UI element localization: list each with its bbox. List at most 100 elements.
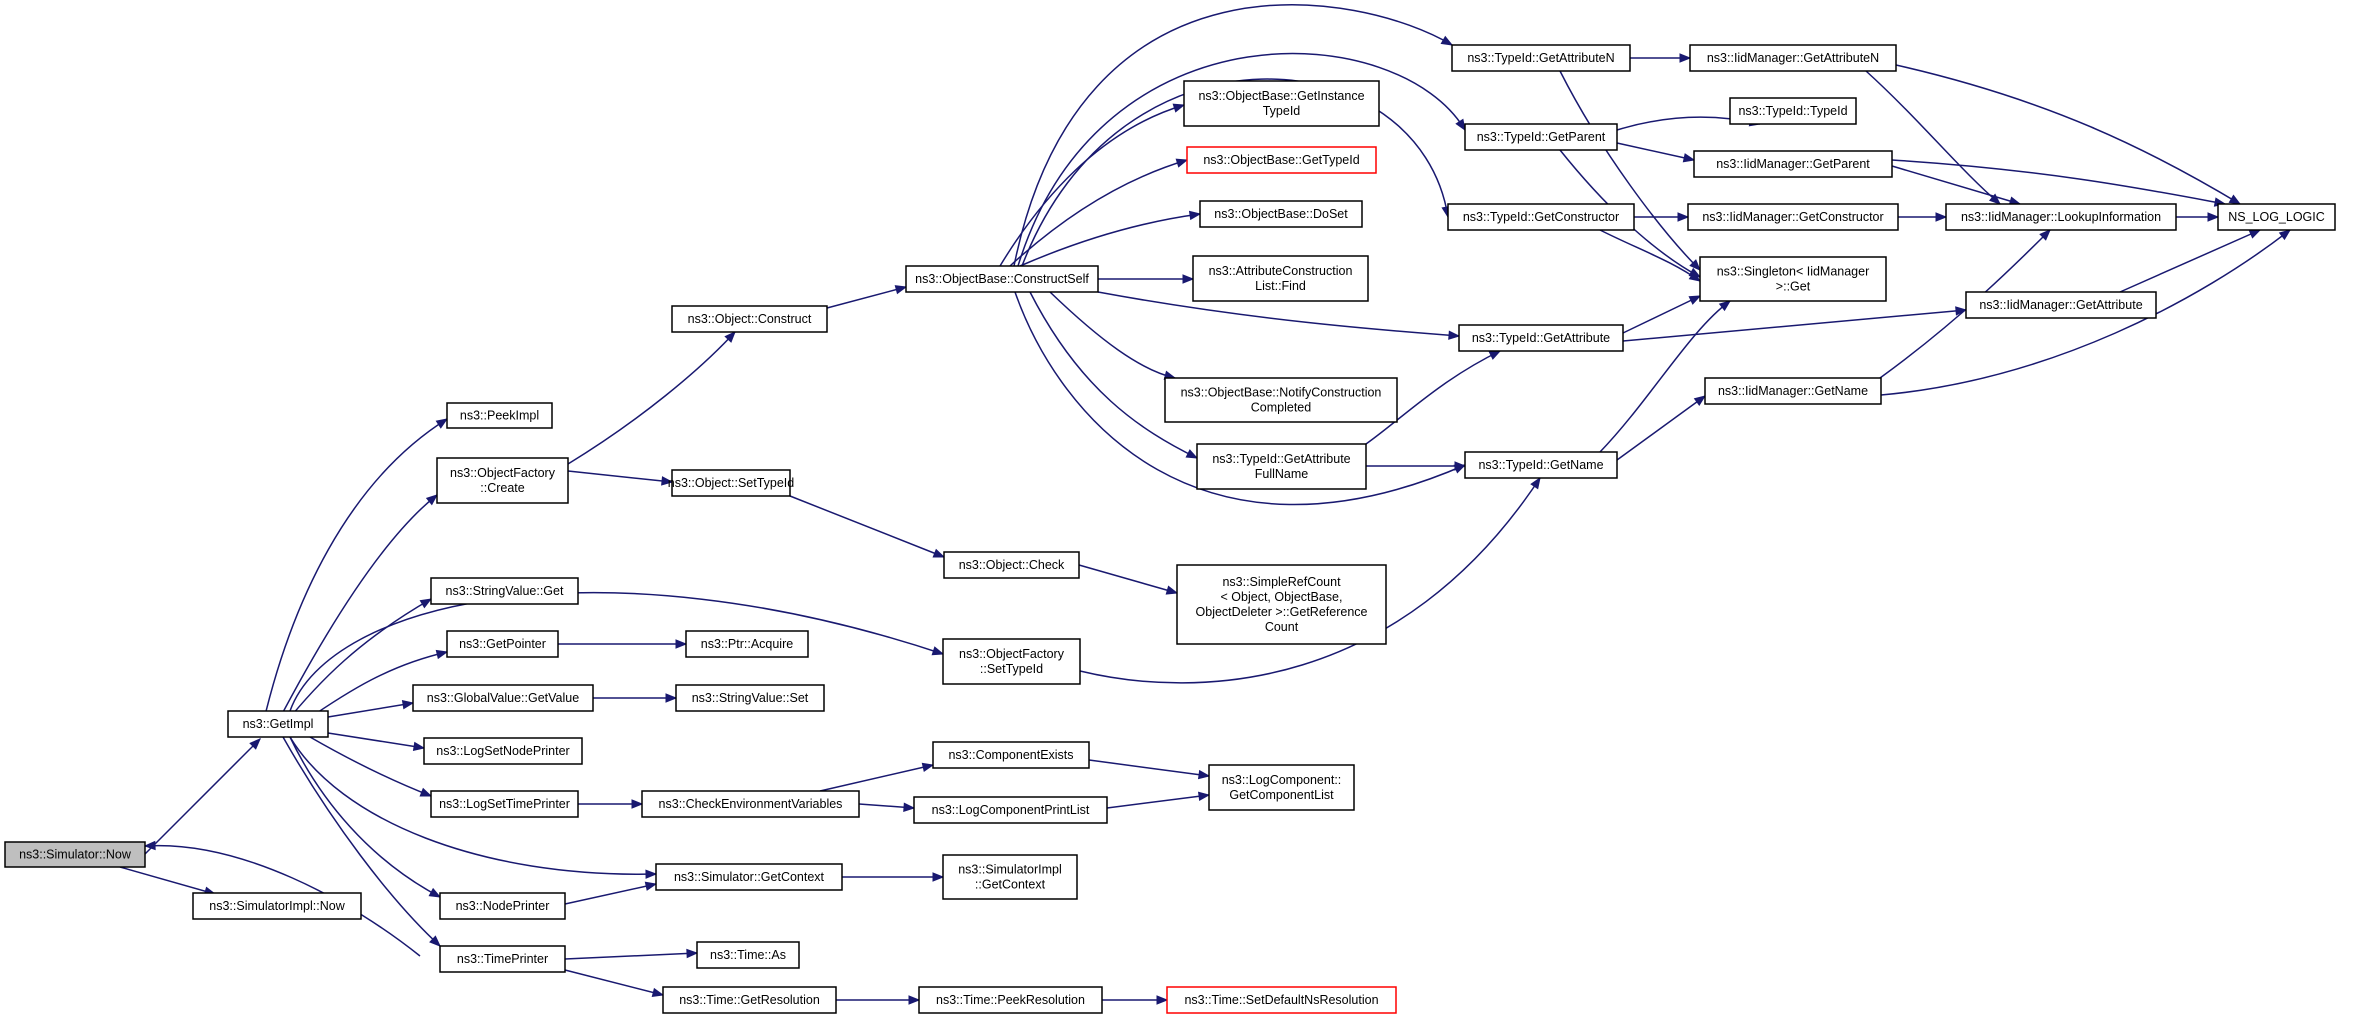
call-edge xyxy=(593,693,678,703)
node-label: GetComponentList xyxy=(1229,788,1334,802)
node-srcgetref[interactable]: ns3::SimpleRefCount< Object, ObjectBase,… xyxy=(1176,564,1387,645)
node-label: FullName xyxy=(1255,467,1309,481)
node-getimpl[interactable]: ns3::GetImpl xyxy=(227,710,329,738)
node-iidgetctor[interactable]: ns3::IidManager::GetConstructor xyxy=(1687,203,1899,231)
call-edge xyxy=(1599,229,1702,282)
call-edge xyxy=(567,470,674,486)
node-ofcreate[interactable]: ns3::ObjectFactory::Create xyxy=(436,457,569,504)
node-peekimpl[interactable]: ns3::PeekImpl xyxy=(446,402,553,429)
node-label: ns3::NodePrinter xyxy=(456,899,550,913)
node-objcheck[interactable]: ns3::Object::Check xyxy=(943,551,1080,579)
node-iidgetattrn[interactable]: ns3::IidManager::GetAttributeN xyxy=(1689,44,1897,72)
node-box xyxy=(1689,44,1897,72)
node-box xyxy=(2217,203,2336,231)
node-label: ns3::Simulator::GetContext xyxy=(674,870,825,884)
node-obnotify[interactable]: ns3::ObjectBase::NotifyConstructionCompl… xyxy=(1164,377,1398,423)
node-timepeekres[interactable]: ns3::Time::PeekResolution xyxy=(918,986,1103,1014)
call-edge xyxy=(1599,300,1732,453)
node-timeas[interactable]: ns3::Time::As xyxy=(696,941,800,969)
call-edge xyxy=(1013,4,1454,267)
node-getpointer[interactable]: ns3::GetPointer xyxy=(446,630,559,658)
node-tidgetattr[interactable]: ns3::TypeId::GetAttribute xyxy=(1458,324,1624,352)
node-objsettypeid[interactable]: ns3::Object::SetTypeId xyxy=(668,469,795,497)
node-box xyxy=(412,684,594,712)
node-simimplgetctx[interactable]: ns3::SimulatorImpl::GetContext xyxy=(942,854,1078,900)
node-timesetdef[interactable]: ns3::Time::SetDefaultNsResolution xyxy=(1166,986,1397,1014)
node-tidtypeid[interactable]: ns3::TypeId::TypeId xyxy=(1729,97,1857,125)
node-lcgetlist[interactable]: ns3::LogComponent::GetComponentList xyxy=(1208,764,1355,811)
node-label: ObjectDeleter >::GetReference xyxy=(1196,605,1368,619)
call-edge xyxy=(269,494,439,738)
node-obgettypeid[interactable]: ns3::ObjectBase::GetTypeId xyxy=(1186,146,1377,174)
node-nodeprinter[interactable]: ns3::NodePrinter xyxy=(439,892,566,920)
node-nslog[interactable]: NS_LOG_LOGIC xyxy=(2217,203,2336,231)
call-edge xyxy=(1019,210,1202,267)
node-label: ns3::SimulatorImpl xyxy=(958,863,1062,877)
call-edge xyxy=(2176,212,2220,222)
node-iidgetparent[interactable]: ns3::IidManager::GetParent xyxy=(1693,150,1893,178)
node-obdoset[interactable]: ns3::ObjectBase::DoSet xyxy=(1199,200,1363,228)
node-ptracquire[interactable]: ns3::Ptr::Acquire xyxy=(685,630,809,658)
node-objconstruct[interactable]: ns3::Object::Construct xyxy=(671,305,828,333)
node-label: Completed xyxy=(1251,401,1311,415)
node-label: ns3::LogSetNodePrinter xyxy=(436,744,569,758)
node-iidlookup[interactable]: ns3::IidManager::LookupInformation xyxy=(1945,203,2177,231)
node-simgetctx[interactable]: ns3::Simulator::GetContext xyxy=(655,863,843,891)
node-tidgetparent[interactable]: ns3::TypeId::GetParent xyxy=(1464,123,1618,151)
node-svset[interactable]: ns3::StringValue::Set xyxy=(675,684,825,712)
node-lsnp[interactable]: ns3::LogSetNodePrinter xyxy=(423,737,583,765)
node-label: ns3::GetImpl xyxy=(243,717,314,731)
call-nodes: ns3::Simulator::Now ns3::GetImplns3::Simu… xyxy=(4,44,2336,1014)
node-box xyxy=(1729,97,1857,125)
call-edge xyxy=(1079,476,1541,684)
node-box xyxy=(1458,324,1624,352)
node-svget[interactable]: ns3::StringValue::Get xyxy=(430,577,579,605)
node-label: ns3::LogComponent:: xyxy=(1222,773,1342,787)
node-box xyxy=(1687,203,1899,231)
call-edge xyxy=(1102,995,1169,1005)
node-box xyxy=(1164,377,1398,423)
call-edge xyxy=(1098,274,1195,284)
node-box xyxy=(1704,377,1882,405)
node-obconstructself[interactable]: ns3::ObjectBase::ConstructSelf xyxy=(905,265,1099,293)
node-tidgetattrn[interactable]: ns3::TypeId::GetAttributeN xyxy=(1451,44,1631,72)
node-timeprinter[interactable]: ns3::TimePrinter xyxy=(439,945,566,973)
call-edge xyxy=(1634,212,1690,222)
node-box xyxy=(662,986,837,1014)
call-edge xyxy=(289,736,442,898)
node-box xyxy=(1965,291,2157,319)
node-tidgetname[interactable]: ns3::TypeId::GetName xyxy=(1464,451,1618,479)
node-simimplnow[interactable]: ns3::SimulatorImpl::Now xyxy=(192,892,362,920)
node-box xyxy=(696,941,800,969)
call-edge xyxy=(564,969,665,997)
node-now[interactable]: ns3::Simulator::Now xyxy=(4,841,146,868)
node-compexists[interactable]: ns3::ComponentExists xyxy=(932,741,1090,769)
node-tidgetctor[interactable]: ns3::TypeId::GetConstructor xyxy=(1447,203,1635,231)
node-label: ns3::IidManager::GetAttribute xyxy=(1979,298,2142,312)
node-timegetres[interactable]: ns3::Time::GetResolution xyxy=(662,986,837,1014)
call-edge xyxy=(327,700,415,718)
node-label: ns3::Time::As xyxy=(710,948,786,962)
call-edge xyxy=(309,736,433,797)
node-gvgetvalue[interactable]: ns3::GlobalValue::GetValue xyxy=(412,684,594,712)
node-label: ns3::StringValue::Get xyxy=(446,584,564,598)
call-edge xyxy=(819,762,935,792)
node-box xyxy=(641,790,860,818)
node-checkenv[interactable]: ns3::CheckEnvironmentVariables xyxy=(641,790,860,818)
call-edge xyxy=(567,331,736,465)
call-edges xyxy=(119,4,2292,1005)
call-edge xyxy=(789,495,946,558)
call-edge xyxy=(289,591,945,712)
node-iidgetname[interactable]: ns3::IidManager::GetName xyxy=(1704,377,1882,405)
node-box xyxy=(446,630,559,658)
node-lcprintlist[interactable]: ns3::LogComponentPrintList xyxy=(913,796,1108,824)
node-iidgetattr[interactable]: ns3::IidManager::GetAttribute xyxy=(1965,291,2157,319)
node-singleton[interactable]: ns3::Singleton< IidManager>::Get xyxy=(1699,256,1887,302)
node-ofsettypeid[interactable]: ns3::ObjectFactory::SetTypeId xyxy=(942,638,1081,685)
node-lstp[interactable]: ns3::LogSetTimePrinter xyxy=(430,790,579,818)
call-edge xyxy=(842,872,945,882)
node-label: ns3::TypeId::TypeId xyxy=(1738,104,1847,118)
